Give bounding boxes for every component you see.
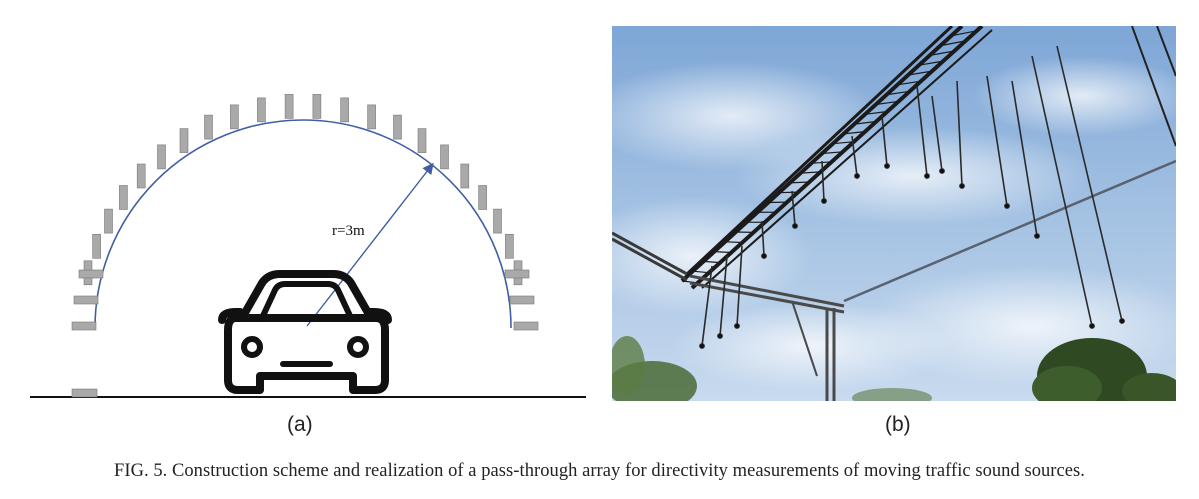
ground-microphone <box>71 388 98 398</box>
construction-scheme-diagram: r=3m <box>30 94 586 398</box>
microphone-tip <box>959 183 965 189</box>
truss-strut <box>843 131 866 135</box>
microphone <box>393 114 402 140</box>
microphone <box>136 163 146 189</box>
truss-strut <box>940 40 966 47</box>
microphone <box>78 269 104 279</box>
panel-b-label: (b) <box>885 413 911 436</box>
microphone <box>312 94 322 119</box>
microphone-tip <box>939 168 945 174</box>
microphone-rod <box>1056 45 1123 322</box>
support-cable <box>843 159 1176 303</box>
microphone-rod <box>986 75 1008 207</box>
microphone-rod <box>736 245 743 327</box>
microphone-tip <box>761 253 767 259</box>
truss-strut <box>951 30 977 37</box>
microphone-tip <box>734 323 740 329</box>
left-truss <box>612 231 688 282</box>
microphone-rod <box>1011 80 1038 237</box>
microphone-rod <box>851 135 858 177</box>
microphone-tip <box>1119 318 1125 324</box>
truss-strut <box>908 70 933 76</box>
microphone <box>509 295 535 305</box>
microphone <box>513 321 539 331</box>
truss-strut <box>897 80 921 86</box>
microphone <box>92 234 101 259</box>
truss-strut <box>703 260 721 264</box>
array-photo <box>612 26 1176 401</box>
microphone-array <box>71 94 539 331</box>
microphone-rod <box>956 80 963 187</box>
microphone-tip <box>924 173 930 179</box>
microphone <box>340 97 349 123</box>
microphone-rod <box>821 160 825 202</box>
microphone-rod <box>881 115 888 167</box>
microphone-tip <box>821 198 827 204</box>
microphone <box>505 234 514 259</box>
microphone-rod <box>916 85 928 177</box>
microphone <box>104 208 113 234</box>
truss-strut <box>725 241 743 244</box>
microphone <box>179 128 189 153</box>
truss-strut <box>692 270 710 274</box>
microphone <box>119 185 128 210</box>
microphone <box>493 208 502 234</box>
trees <box>612 336 1176 401</box>
truss-strut <box>789 181 810 184</box>
figure-caption: FIG. 5. Construction scheme and realizat… <box>114 461 1085 481</box>
microphone-tip <box>717 333 723 339</box>
microphone-rod <box>701 265 713 347</box>
truss-strut <box>778 191 799 194</box>
truss-strut <box>854 120 877 125</box>
microphone <box>284 94 294 119</box>
microphone <box>440 144 449 170</box>
microphone <box>230 104 239 130</box>
microphone-rod <box>761 220 765 257</box>
microphone <box>204 114 213 140</box>
microphone-tip <box>1089 323 1095 329</box>
microphone-rod <box>1031 55 1093 327</box>
microphone <box>71 321 97 331</box>
right-poles <box>1131 26 1176 147</box>
truss-strut <box>865 110 888 115</box>
truss-strut <box>886 90 910 96</box>
microphone <box>257 97 266 123</box>
microphone <box>460 163 470 189</box>
microphone-rod <box>719 255 728 337</box>
microphone-tip <box>1034 233 1040 239</box>
radius-label: r=3m <box>332 223 365 239</box>
truss-strut <box>821 151 843 155</box>
microphone <box>73 295 99 305</box>
microphone-tip <box>699 343 705 349</box>
main-truss <box>680 26 993 290</box>
truss-strut <box>714 251 732 254</box>
microphone-rod <box>931 95 943 172</box>
microphone-tip <box>792 223 798 229</box>
microphone <box>417 128 427 153</box>
truss-strut <box>832 141 855 145</box>
hanging-microphone-rods <box>699 45 1125 349</box>
truss-strut <box>800 171 821 174</box>
microphone <box>504 269 530 279</box>
cross-truss <box>689 274 845 401</box>
microphone <box>478 185 487 210</box>
panel-a-label: (a) <box>287 413 313 436</box>
microphone-rod <box>791 190 796 227</box>
truss-strut <box>929 50 955 56</box>
truss-strut <box>875 100 899 106</box>
car-icon <box>218 270 392 394</box>
microphone-tip <box>854 173 860 179</box>
microphone <box>367 104 376 130</box>
microphone-tip <box>1004 203 1010 209</box>
truss-strut <box>918 60 944 66</box>
microphone-tip <box>884 163 890 169</box>
microphone <box>157 144 166 170</box>
radius-arrow <box>306 162 434 327</box>
array-arc <box>94 119 512 329</box>
